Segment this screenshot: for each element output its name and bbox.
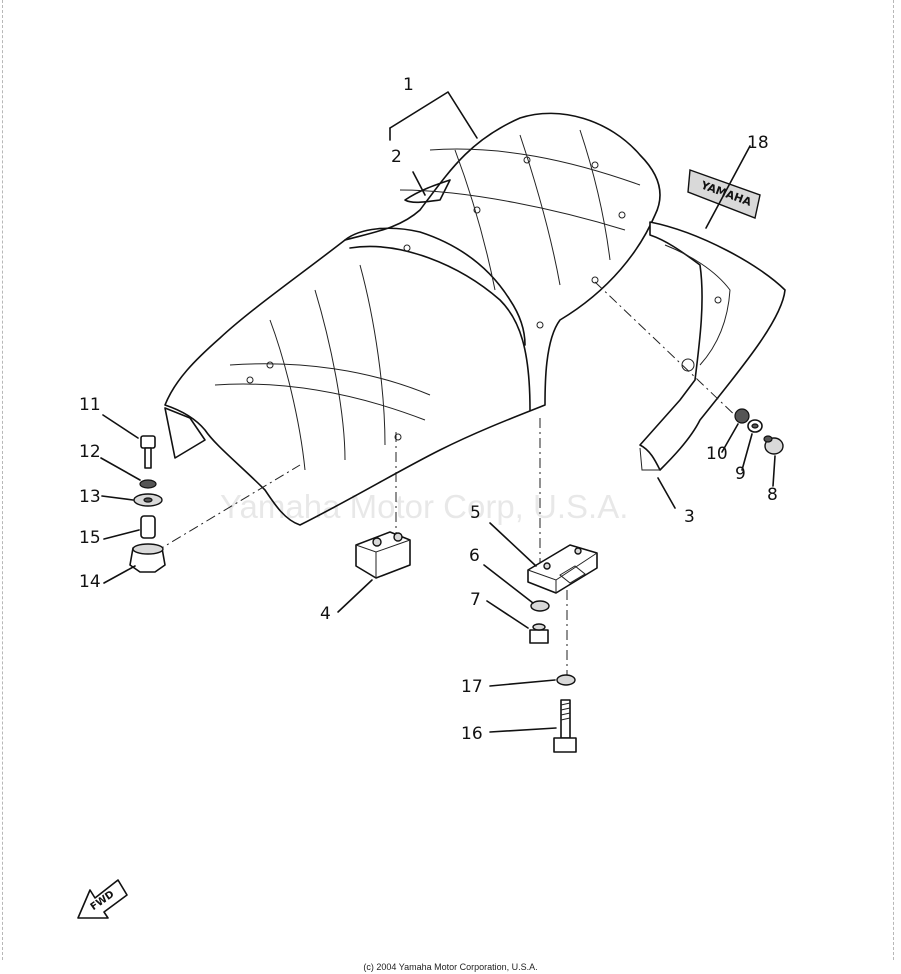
fwd-arrow-icon: FWD [77, 879, 128, 919]
callout-9: 9 [735, 464, 746, 484]
callout-7: 7 [470, 590, 481, 610]
washer-10[interactable] [734, 408, 750, 424]
bolt-11[interactable] [140, 435, 156, 469]
callout-4: 4 [320, 604, 331, 624]
bracket-4[interactable] [355, 531, 411, 579]
callout-6: 6 [469, 546, 480, 566]
seat-assembly[interactable] [164, 112, 661, 526]
callout-14: 14 [79, 572, 101, 592]
washer-9[interactable] [747, 419, 763, 433]
washer-13[interactable] [133, 493, 163, 507]
damper-14[interactable] [129, 543, 166, 573]
callout-16: 16 [461, 724, 483, 744]
callout-10: 10 [706, 444, 728, 464]
callout-11: 11 [79, 395, 101, 415]
screw-8[interactable] [763, 435, 784, 455]
callout-13: 13 [79, 487, 101, 507]
washer-17[interactable] [556, 674, 576, 686]
collar-15[interactable] [140, 515, 156, 539]
callout-18: 18 [747, 133, 769, 153]
copyright-footer: (c) 2004 Yamaha Motor Corporation, U.S.A… [363, 962, 538, 972]
callout-15: 15 [79, 528, 101, 548]
callout-3: 3 [684, 507, 695, 527]
tail-cover[interactable] [639, 221, 786, 471]
washer-12[interactable] [139, 479, 157, 489]
callout-8: 8 [767, 485, 778, 505]
bolt-16[interactable] [553, 699, 577, 753]
page-border-left [2, 0, 3, 960]
watermark: Yamaha Motor Corp, U.S.A. [220, 488, 629, 525]
nut-7[interactable] [529, 623, 549, 644]
callout-17: 17 [461, 677, 483, 697]
callout-2: 2 [391, 147, 402, 167]
callout-12: 12 [79, 442, 101, 462]
hinge-plate-5[interactable] [527, 544, 598, 594]
callout-1: 1 [403, 75, 414, 95]
washer-6[interactable] [530, 600, 550, 612]
page-border-right [893, 0, 894, 960]
callout-5: 5 [470, 503, 481, 523]
